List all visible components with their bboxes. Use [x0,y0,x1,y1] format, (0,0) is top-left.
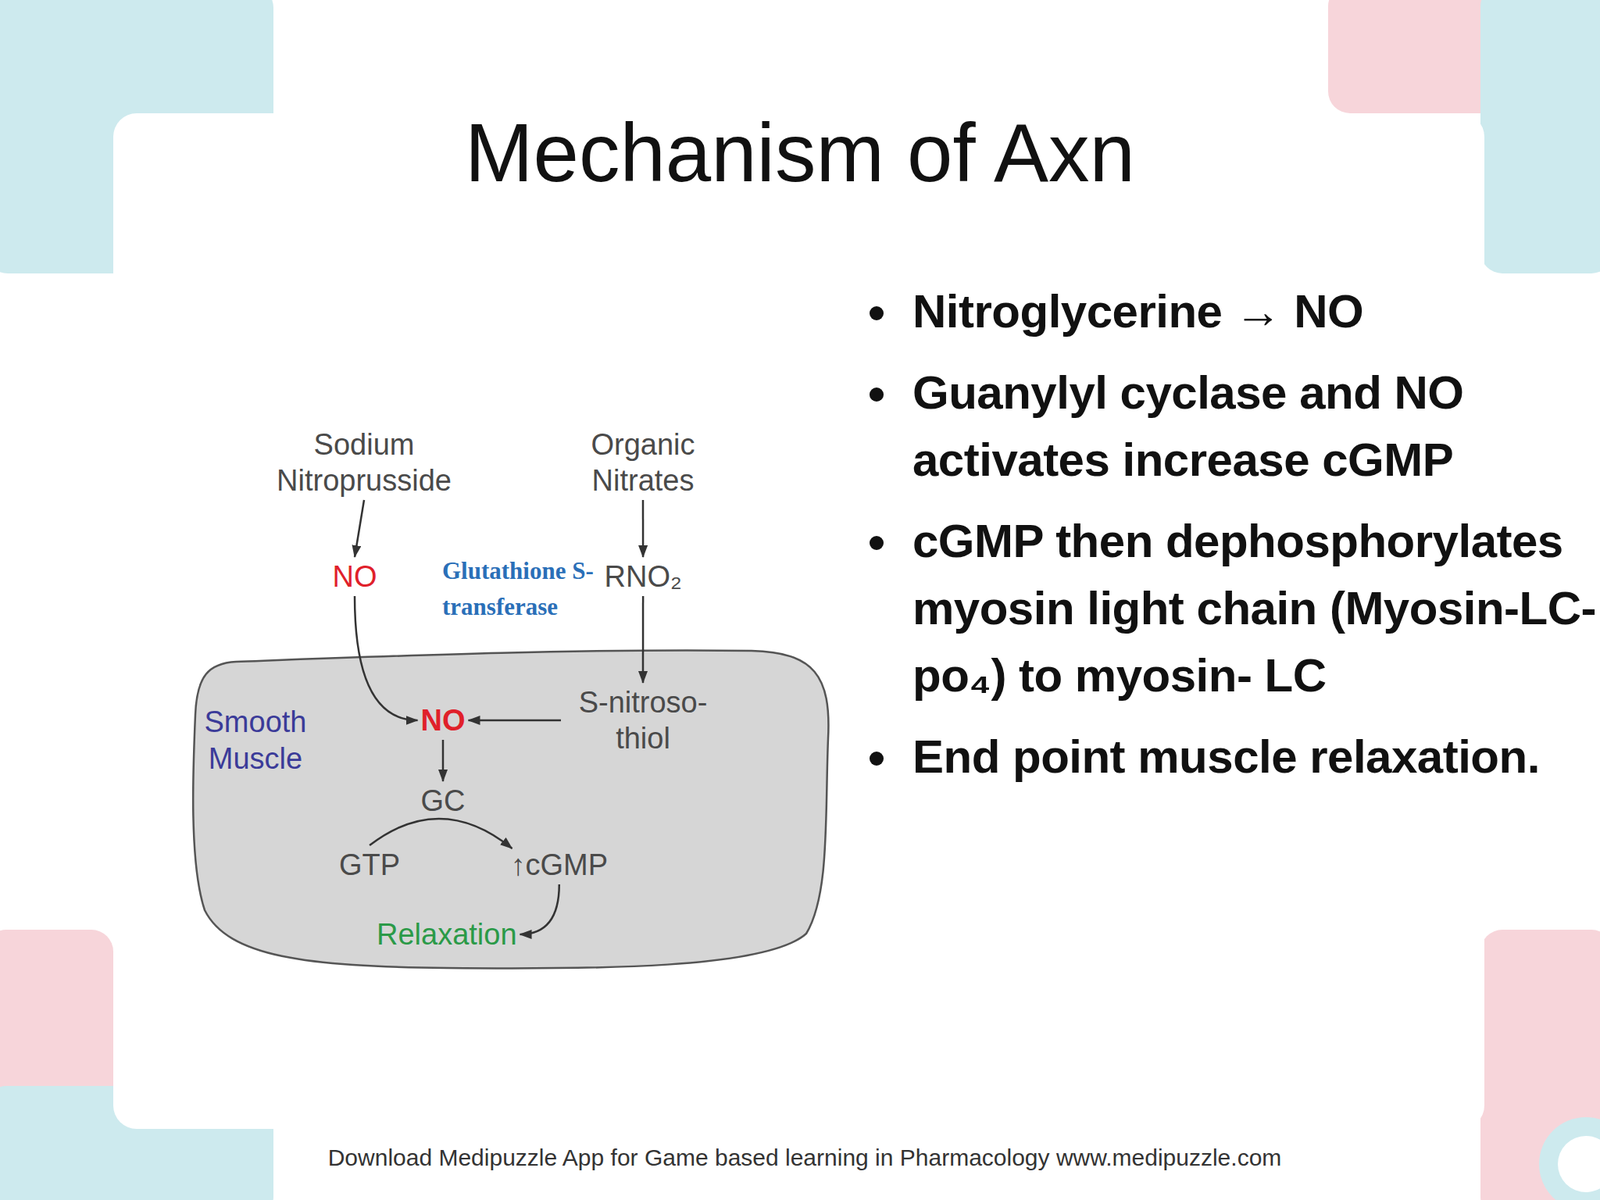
bullet-text: Guanylyl cyclase and NO activates increa… [912,366,1464,486]
bullet-text: cGMP then dephosphorylates myosin light … [912,514,1597,702]
node-text: Relaxation [376,916,518,953]
node-text: Sodium Nitroprusside [269,426,459,499]
bullet-text: Nitroglycerine → NO [912,285,1364,338]
node-text: ↑cGMP [510,846,609,883]
molecule-label: NO [329,557,381,597]
arrow-connector [369,818,512,849]
slide-title: Mechanism of Axn [0,102,1600,204]
drug-label: Sodium Nitroprusside [266,425,462,500]
bullet-item: Guanylyl cyclase and NO activates increa… [903,359,1600,494]
cell-membrane [192,650,829,968]
substrate-label: GTP [335,845,404,885]
smooth-muscle-cell: Smooth Muscle NO S-nitroso- thiolGC GTP ↑cGM… [189,644,832,970]
product-label: ↑cGMP [507,845,612,885]
molecule-label: NO [417,700,469,740]
bullet-item: End point muscle relaxation. [903,723,1600,791]
arrow-connector [520,884,560,935]
arrow-connector [354,500,365,558]
node-text: RNO₂ [604,558,683,595]
effect-label: Relaxation [373,914,521,954]
arrow-connector [642,500,645,558]
bullet-item: Nitroglycerine → NO [903,278,1600,346]
node-text: GC [421,782,466,819]
node-text: Organic Nitrates [571,426,715,499]
enzyme-label: GC [417,781,469,821]
footer-note: Download Medipuzzle App for Game based l… [0,1142,1600,1174]
arrow-connector [442,739,445,782]
molecule-label: RNO₂ [601,557,686,597]
node-text: NO [421,702,466,739]
drug-label: Organic Nitrates [568,425,718,500]
node-text: NO [332,558,378,595]
enzyme-label: Glutathione S-transferase [442,553,616,625]
node-text: S-nitroso- thiol [564,684,722,757]
bullet-text: End point muscle relaxation. [912,730,1540,783]
arrow-connector [354,596,418,721]
node-text: GTP [339,846,400,883]
arrow-connector [642,596,645,683]
arrow-connector [468,719,562,722]
bullet-item: cGMP then dephosphorylates myosin light … [903,507,1600,710]
intermediate-label: S-nitroso- thiol [560,682,725,758]
cell-name: Smooth Muscle [196,703,315,778]
bullet-list: Nitroglycerine → NO Guanylyl cyclase and … [859,278,1600,805]
